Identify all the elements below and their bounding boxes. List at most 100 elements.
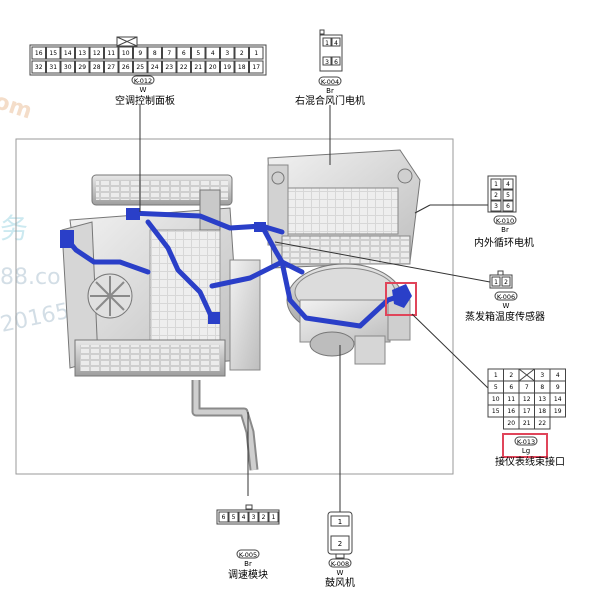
- k012-pin: 7: [167, 50, 171, 57]
- k010-pin: 6: [506, 203, 510, 210]
- wiring-harness: [63, 210, 403, 329]
- watermark-text: 88.co: [0, 265, 61, 290]
- k005-pin: 2: [262, 514, 266, 521]
- k012-pin-cell: [31, 46, 46, 60]
- k010-pin: 2: [494, 192, 498, 199]
- k012-pin: 30: [64, 64, 72, 71]
- k012-pin: 3: [225, 50, 229, 57]
- k012-pin: 16: [35, 50, 43, 57]
- k013-highlight: [502, 433, 548, 458]
- watermark-text: om: [0, 89, 35, 125]
- k012-pin: 13: [78, 50, 86, 57]
- k012-pin-cell: [191, 60, 206, 74]
- hvac-unit-illustration: [60, 149, 421, 471]
- k012-pin: 8: [153, 50, 157, 57]
- evaporator-sensor-highlight: [385, 282, 417, 316]
- k008-color: W: [337, 569, 344, 577]
- k012-pin-cell: [220, 60, 235, 74]
- k008-pin: 2: [338, 540, 342, 548]
- connector-k004: 1 4 3 6 K-004 Br 右混合风门电机: [295, 29, 365, 107]
- k012-pin-cell: [176, 46, 191, 60]
- k013-pin: 1: [494, 372, 498, 379]
- k012-pin: 12: [93, 50, 101, 57]
- k012-pin: 26: [122, 64, 130, 71]
- k013-pin: 13: [538, 396, 546, 403]
- k012-pin: 23: [165, 64, 173, 71]
- k013-pin: 5: [494, 384, 498, 391]
- k005-code: K-005: [239, 551, 257, 559]
- k013-pin: 21: [523, 420, 531, 427]
- k013-pin: 7: [525, 384, 529, 391]
- k013-pin: 9: [556, 384, 560, 391]
- watermark: om 务 88.co 20165: [0, 89, 72, 338]
- k010-pin-cell: [502, 200, 514, 212]
- watermark-text: 务: [0, 212, 28, 245]
- illustration-frame: [15, 138, 454, 475]
- k010-pin-cell: [502, 189, 514, 201]
- k005-pin: 4: [242, 514, 246, 521]
- k013-pin: 11: [507, 396, 515, 403]
- k008-code: K-008: [331, 560, 349, 568]
- k013-pin: 14: [554, 396, 562, 403]
- k005-pin: 1: [272, 514, 276, 521]
- k005-pin-cell: [228, 511, 239, 523]
- k013-pin: 16: [507, 408, 515, 415]
- k012-pin-cell: [162, 60, 177, 74]
- k012-pin-cell: [104, 60, 119, 74]
- blank-pin-cross: [518, 368, 535, 382]
- k012-pin: 21: [194, 64, 202, 71]
- k012-pin-cell: [133, 46, 148, 60]
- k012-pin-cell: [249, 46, 264, 60]
- k004-pin: 6: [334, 59, 338, 66]
- k013-pin-cell: [549, 404, 566, 418]
- k012-pin-cell: [118, 60, 133, 74]
- k012-pin: 27: [107, 64, 115, 71]
- k012-pin-cell: [60, 60, 75, 74]
- k012-pin: 6: [182, 50, 186, 57]
- connector-k006: 1 2 K-006 W 蒸发箱温度传感器: [465, 270, 545, 323]
- k013-color: Lg: [522, 447, 530, 455]
- k004-pin: 3: [325, 59, 329, 66]
- k012-pin: 31: [49, 64, 57, 71]
- k012-color: W: [140, 86, 147, 94]
- k012-pin: 14: [64, 50, 72, 57]
- k013-pin: 3: [540, 372, 544, 379]
- watermark-text: 20165: [0, 299, 72, 338]
- k005-pin: 3: [252, 514, 256, 521]
- k013-pin: 20: [507, 420, 515, 427]
- k013-pin: 19: [554, 408, 562, 415]
- k012-pin: 19: [223, 64, 231, 71]
- k012-pin-cell: [147, 46, 162, 60]
- k010-label: 内外循环电机: [474, 236, 534, 249]
- k012-pin-cell: [133, 60, 148, 74]
- k012-pin-cell: [75, 46, 90, 60]
- k010-pin-cell: [490, 200, 502, 212]
- k005-color: Br: [244, 560, 252, 568]
- k013-code: K-013: [517, 438, 535, 446]
- k012-pin: 4: [211, 50, 215, 57]
- k005-pin-cell: [218, 511, 229, 523]
- k012-pin: 15: [49, 50, 57, 57]
- k006-label: 蒸发箱温度传感器: [465, 310, 545, 323]
- k012-pin-cell: [75, 60, 90, 74]
- k005-pin: 5: [232, 514, 236, 521]
- k012-pin-cell: [46, 60, 61, 74]
- k012-pin-cell: [234, 60, 249, 74]
- k012-code: K-012: [134, 77, 152, 85]
- k013-label: 接仪表线束接口: [495, 455, 565, 468]
- k013-pin: 15: [492, 408, 500, 415]
- k005-label: 调速模块: [228, 569, 268, 581]
- k012-pin-cell: [191, 46, 206, 60]
- k006-pin: 2: [504, 279, 508, 286]
- k010-pin-cell: [490, 189, 502, 201]
- k013-pin: 17: [523, 408, 531, 415]
- k006-color: W: [503, 302, 510, 310]
- k013-pin: 10: [492, 396, 500, 403]
- k005-pin: 6: [222, 514, 226, 521]
